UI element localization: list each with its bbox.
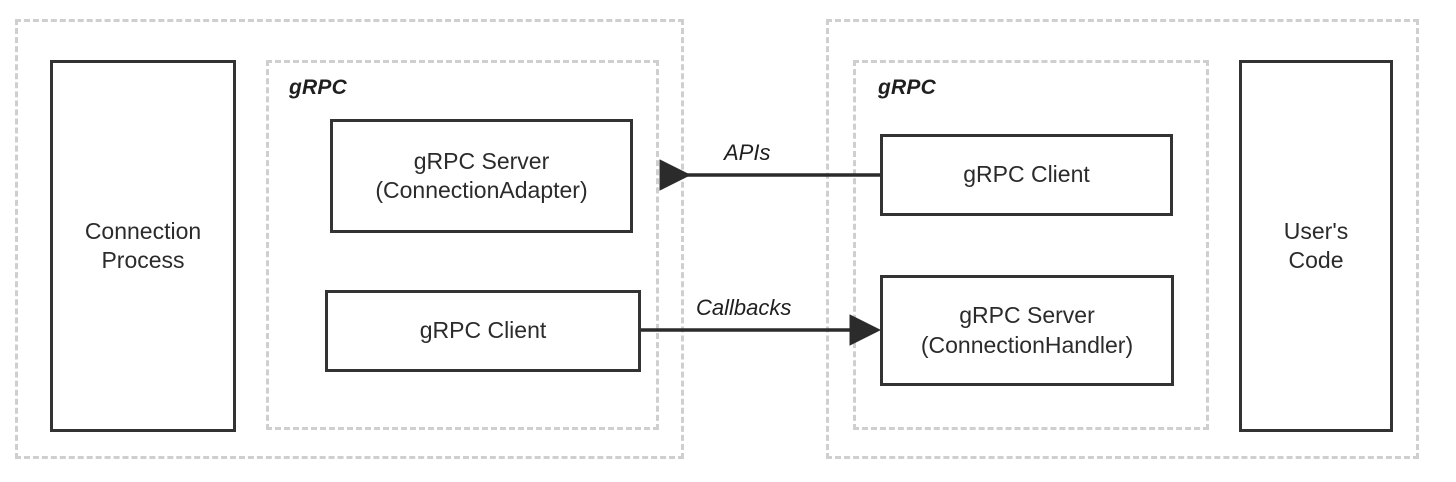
users-code-box[interactable]: User's Code — [1239, 60, 1393, 432]
users-code-label: User's Code — [1283, 217, 1349, 273]
grpc-client-left-label: gRPC Client — [419, 317, 547, 344]
apis-arrow-label: APIs — [724, 140, 771, 165]
callbacks-arrow-label: Callbacks — [696, 295, 792, 320]
grpc-server-connection-adapter-label: gRPC Server (ConnectionAdapter) — [375, 147, 588, 203]
grpc-server-connection-handler-label: gRPC Server (ConnectionHandler) — [920, 302, 1134, 358]
grpc-server-connection-handler-box[interactable]: gRPC Server (ConnectionHandler) — [880, 275, 1174, 386]
grpc-server-connection-adapter-box[interactable]: gRPC Server (ConnectionAdapter) — [330, 119, 633, 233]
grpc-client-right-label: gRPC Client — [963, 161, 1090, 188]
grpc-client-right-box[interactable]: gRPC Client — [880, 134, 1173, 216]
left-grpc-group — [266, 60, 659, 430]
left-grpc-group-label: gRPC — [289, 76, 347, 99]
right-user-group — [826, 19, 1419, 459]
connection-process-label: Connection Process — [84, 217, 202, 273]
right-grpc-group-label: gRPC — [878, 76, 936, 99]
left-process-group — [15, 19, 684, 459]
grpc-client-left-box[interactable]: gRPC Client — [325, 290, 641, 372]
connection-process-box[interactable]: Connection Process — [50, 60, 236, 432]
right-grpc-group — [853, 60, 1209, 430]
